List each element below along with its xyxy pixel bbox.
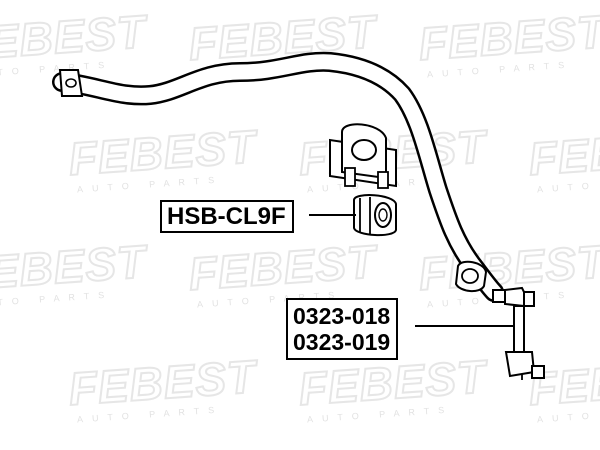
link-part-number-rear: 0323-019 (293, 329, 391, 356)
stabilizer-bar (52, 51, 504, 302)
bar-end-bushing (454, 260, 488, 292)
stabilizer-link (492, 286, 545, 380)
leader-lines (309, 214, 514, 327)
link-part-number-front: 0323-018 (293, 303, 391, 329)
bushing-part-number: HSB-CL9F (160, 200, 294, 233)
rubber-bushing (353, 194, 397, 236)
link-part-numbers: 0323-018 0323-019 (286, 298, 399, 361)
bushing-bracket (329, 123, 397, 189)
